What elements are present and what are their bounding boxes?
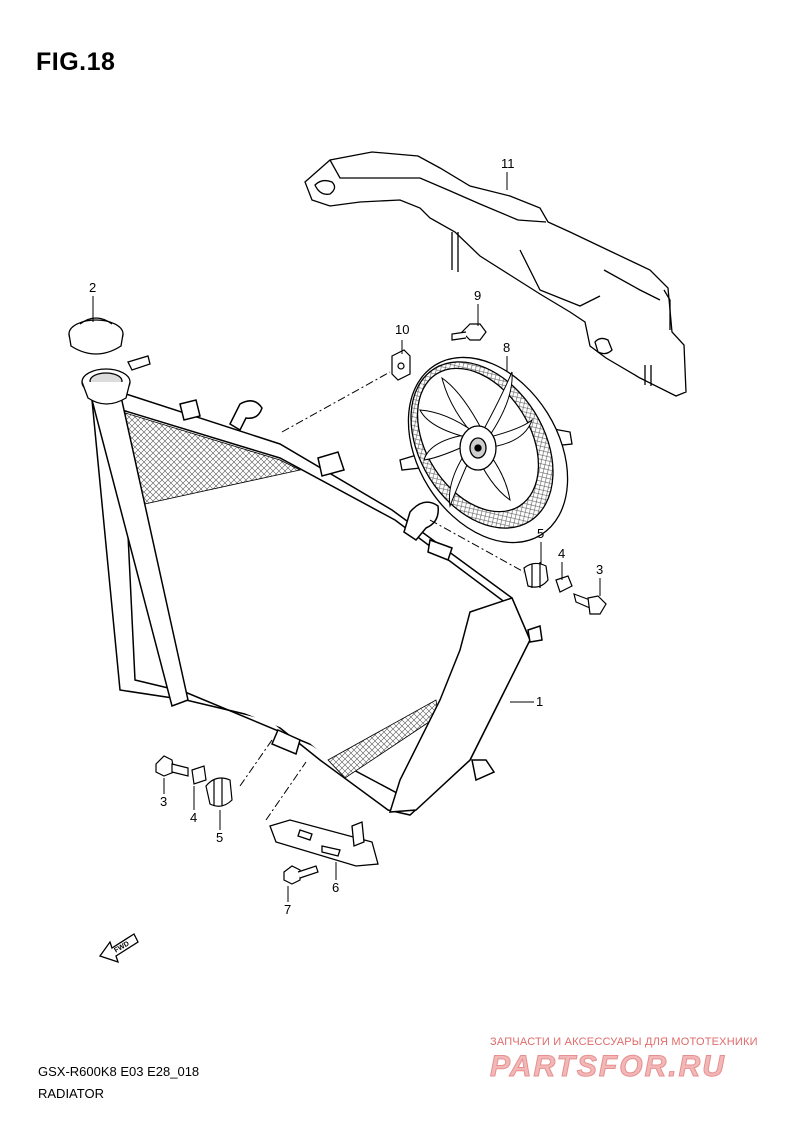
watermark-tagline: ЗАПЧАСТИ И АКСЕССУАРЫ ДЛЯ МОТОТЕХНИКИ [490, 1036, 758, 1048]
callout-2: 2 [89, 280, 96, 295]
callout-4-left: 4 [190, 810, 197, 825]
bolt-right-part [573, 593, 607, 615]
section-name: RADIATOR [38, 1086, 104, 1101]
callout-3-left: 3 [160, 794, 167, 809]
collar-left-part [191, 765, 207, 785]
figure-title: FIG.18 [36, 48, 116, 76]
filler-neck-part [81, 355, 151, 405]
callout-3-right: 3 [596, 562, 603, 577]
callout-7: 7 [284, 902, 291, 917]
leader-lines [92, 172, 601, 902]
lower-bracket-part [269, 819, 379, 867]
callout-10: 10 [395, 322, 409, 337]
callout-9: 9 [474, 288, 481, 303]
callout-5-right: 5 [537, 526, 544, 541]
cooling-fan-part [399, 356, 573, 544]
radiator-cap-part [68, 317, 124, 355]
grommet-right-part [523, 562, 549, 588]
bracket-bolt-part [283, 865, 319, 885]
nut-part [391, 349, 411, 381]
alignment-lines [239, 371, 525, 821]
bolt-left-part [155, 755, 189, 777]
model-code: GSX-R600K8 E03 E28_018 [38, 1064, 200, 1079]
callout-8: 8 [503, 340, 510, 355]
callout-6: 6 [332, 880, 339, 895]
fan-bolt-part [451, 323, 487, 341]
air-guide-part [304, 151, 687, 397]
callout-1: 1 [536, 694, 543, 709]
callout-5-left: 5 [216, 830, 223, 845]
forward-arrow-icon [98, 933, 139, 964]
callout-11: 11 [501, 156, 515, 171]
collar-right-part [555, 575, 573, 593]
callout-4-right: 4 [558, 546, 565, 561]
watermark-logo: PARTSFOR.RU [490, 1050, 726, 1084]
grommet-left-part [205, 777, 233, 807]
radiator-part [91, 391, 543, 816]
